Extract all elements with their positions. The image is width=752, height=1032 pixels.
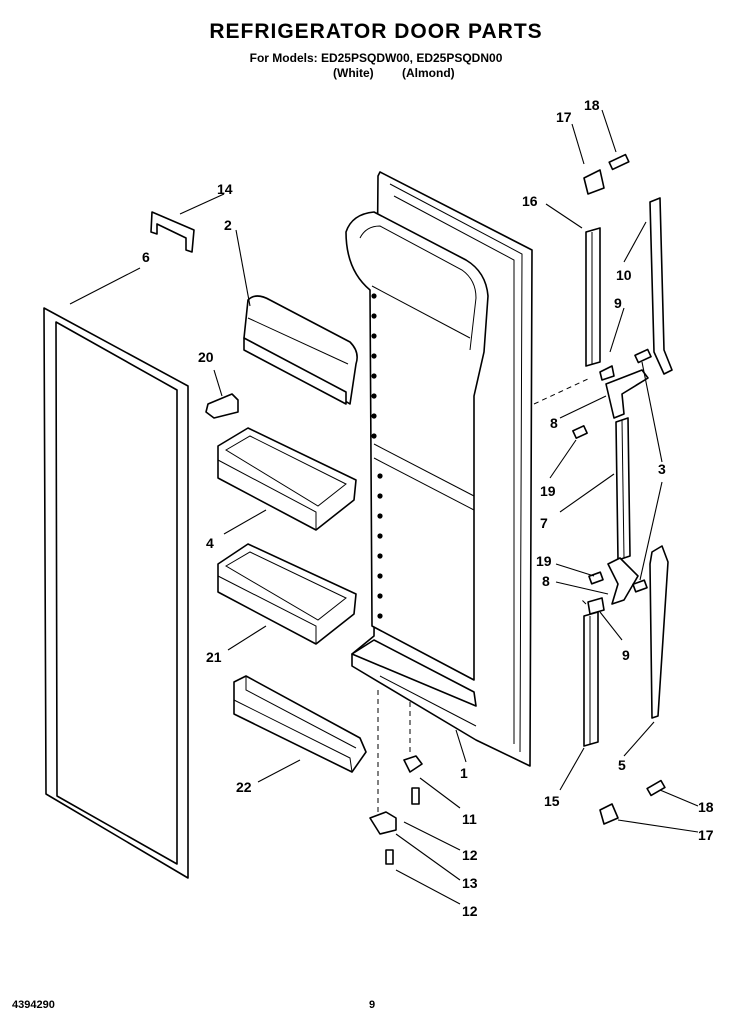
model-list: For Models: ED25PSQDW00, ED25PSQDN00	[249, 51, 503, 65]
callout-1: 1	[460, 765, 468, 781]
callout-5: 5	[618, 757, 626, 773]
part-21-door-bin	[217, 543, 357, 645]
part-19-screw-lower	[588, 571, 604, 585]
callout-13: 13	[462, 875, 478, 891]
callout-12-lower: 12	[462, 903, 478, 919]
part-22-bottom-bin	[233, 675, 367, 773]
part-19-screw-upper	[572, 425, 588, 439]
variant-almond: (Almond)	[402, 66, 455, 80]
part-7-middle-trim	[615, 417, 631, 561]
part-12-screw-upper	[411, 787, 420, 805]
callout-9-lower: 9	[622, 647, 630, 663]
callout-18-top: 18	[584, 97, 600, 113]
callout-12-upper: 12	[462, 847, 478, 863]
part-1-door-assembly	[345, 171, 533, 767]
callout-labels: 14 2 6 20 4 21 22 1 11 12 13 12 17 18 16…	[142, 97, 714, 919]
door-shelf-holes	[371, 293, 383, 619]
callout-16: 16	[522, 193, 538, 209]
callout-2: 2	[224, 217, 232, 233]
callout-6: 6	[142, 249, 150, 265]
diagram-title: REFRIGERATOR DOOR PARTS	[209, 20, 543, 43]
callout-7: 7	[540, 515, 548, 531]
assembly-lines	[377, 377, 591, 812]
callout-17-bottom: 17	[698, 827, 714, 843]
part-11-hinge-pin	[403, 755, 423, 773]
callout-22: 22	[236, 779, 252, 795]
callout-21: 21	[206, 649, 222, 665]
callout-20: 20	[198, 349, 214, 365]
page-number: 9	[369, 999, 376, 1011]
callout-11: 11	[462, 811, 477, 827]
part-4-door-bin	[217, 427, 357, 531]
part-3-screw-lower	[632, 579, 648, 593]
part-18-screw-top	[608, 153, 630, 171]
callout-14: 14	[217, 181, 233, 197]
document-number: 4394290	[12, 999, 55, 1011]
part-5-lower-trim	[649, 545, 669, 719]
part-14-bracket	[150, 211, 195, 253]
part-2-dairy-compartment	[243, 295, 358, 405]
part-9-clip-upper	[599, 365, 615, 381]
leader-lines	[69, 109, 699, 905]
part-3-screw-upper	[634, 348, 652, 364]
callout-17-top: 17	[556, 109, 572, 125]
part-13-hinge	[369, 811, 397, 835]
variant-white: (White)	[333, 66, 374, 80]
part-6-door-gasket	[43, 307, 189, 879]
callout-8-upper: 8	[550, 415, 558, 431]
callout-19-lower: 19	[536, 553, 552, 569]
callout-18-bottom: 18	[698, 799, 714, 815]
callout-10: 10	[616, 267, 632, 283]
callout-4: 4	[206, 535, 214, 551]
callout-8-lower: 8	[542, 573, 550, 589]
part-20-clip	[205, 393, 239, 419]
part-12-screw-lower	[385, 849, 394, 865]
part-18-screw-bottom	[646, 779, 666, 797]
part-8-hinge-upper	[605, 369, 649, 419]
part-10-door-trim	[649, 197, 673, 375]
callout-19-upper: 19	[540, 483, 556, 499]
part-16-upper-trim	[585, 227, 601, 367]
part-17-end-cap-bottom	[599, 803, 619, 825]
part-9-clip-lower	[587, 597, 605, 615]
part-17-end-cap-top	[583, 169, 605, 195]
part-15-lower-trim	[583, 611, 599, 747]
part-8-hinge-lower	[607, 557, 639, 605]
callout-9-upper: 9	[614, 295, 622, 311]
callout-3: 3	[658, 461, 666, 477]
callout-15: 15	[544, 793, 560, 809]
